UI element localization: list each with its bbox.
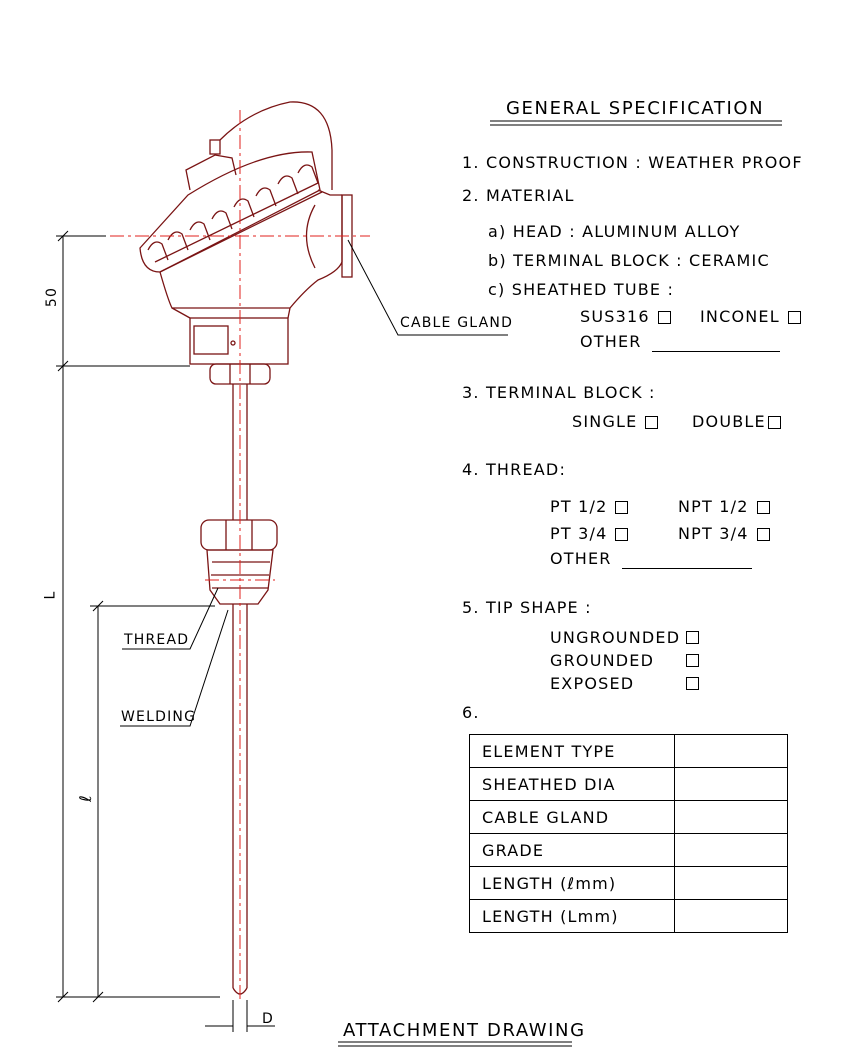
dimension-lines [56,230,508,1032]
dimension-l: ℓ [75,794,95,802]
material-head: a) HEAD : ALUMINUM ALLOY [488,222,741,241]
table-label: LENGTH (ℓmm) [469,866,675,900]
inconel-checkbox[interactable] [787,311,801,324]
table-row: LENGTH (Lmm) [469,899,788,933]
table-label: CABLE GLAND [469,800,675,834]
sus316-checkbox[interactable] [657,311,671,324]
pt34-label: PT 3/4 [550,524,608,543]
option-grounded: GROUNDED [550,651,655,670]
pt12-checkbox[interactable] [615,501,629,514]
table-value-cell[interactable] [674,767,788,801]
other-material-line[interactable] [652,351,780,352]
single-label: SINGLE [572,412,638,431]
option-pt12: PT 1/2 [550,497,629,516]
material-sheathed-tube: c) SHEATHED TUBE : [488,280,675,299]
npt12-checkbox[interactable] [756,501,770,514]
welding-label: WELDING [121,709,197,725]
table-label: GRADE [469,833,675,867]
table-row: ELEMENT TYPE [469,734,788,768]
spec-item-material: 2. MATERIAL [462,186,575,205]
option-ungrounded: UNGROUNDED [550,628,681,647]
table-row: LENGTH (ℓmm) [469,866,788,900]
inconel-label: INCONEL [700,307,780,326]
table-row: SHEATHED DIA [469,767,788,801]
option-other-material: OTHER [580,332,642,351]
cable-gland-label: CABLE GLAND [400,315,514,331]
dimension-D: D [262,1011,274,1027]
table-value-cell[interactable] [674,899,788,933]
underlines [338,120,782,1047]
option-sus316: SUS316 [580,309,671,325]
table-value-cell[interactable] [674,866,788,900]
npt34-label: NPT 3/4 [678,524,749,543]
dimension-L: L [42,590,59,600]
option-npt34: NPT 3/4 [678,526,770,542]
table-label: ELEMENT TYPE [469,734,675,768]
spec-item-thread: 4. THREAD: [462,460,567,479]
option-double: DOUBLE [692,414,781,430]
table-value-cell[interactable] [674,800,788,834]
sus316-label: SUS316 [580,307,650,326]
table-label: LENGTH (Lmm) [469,899,675,933]
table-value-cell[interactable] [674,734,788,768]
single-checkbox[interactable] [645,416,659,429]
table-row: GRADE [469,833,788,867]
double-checkbox[interactable] [767,416,781,429]
other-thread-line[interactable] [622,568,752,569]
spec-table: ELEMENT TYPE SHEATHED DIA CABLE GLAND GR… [469,734,788,933]
pt12-label: PT 1/2 [550,497,608,516]
npt12-label: NPT 1/2 [678,497,749,516]
material-terminal-block: b) TERMINAL BLOCK : CERAMIC [488,251,770,270]
attachment-drawing-caption: ATTACHMENT DRAWING [343,1020,586,1041]
grounded-checkbox[interactable] [686,654,699,667]
center-lines [110,110,370,1000]
option-npt12: NPT 1/2 [678,499,770,515]
dimension-50: 50 [44,286,61,308]
spec-item-construction: 1. CONSTRUCTION : WEATHER PROOF [462,153,803,172]
spec-item-terminal-block: 3. TERMINAL BLOCK : [462,383,656,402]
double-label: DOUBLE [692,412,766,431]
table-value-cell[interactable] [674,833,788,867]
ungrounded-checkbox[interactable] [686,631,699,644]
option-pt34: PT 3/4 [550,524,629,543]
option-exposed: EXPOSED [550,674,635,693]
option-other-thread: OTHER [550,549,612,568]
option-single: SINGLE [572,412,659,431]
exposed-checkbox[interactable] [686,677,699,690]
npt34-checkbox[interactable] [756,528,770,541]
option-inconel: INCONEL [700,309,801,325]
table-label: SHEATHED DIA [469,767,675,801]
spec-item-6: 6. [462,703,480,722]
table-row: CABLE GLAND [469,800,788,834]
pt34-checkbox[interactable] [615,528,629,541]
spec-title: GENERAL SPECIFICATION [506,98,765,119]
thread-label: THREAD [124,632,190,648]
spec-item-tip-shape: 5. TIP SHAPE : [462,598,592,617]
